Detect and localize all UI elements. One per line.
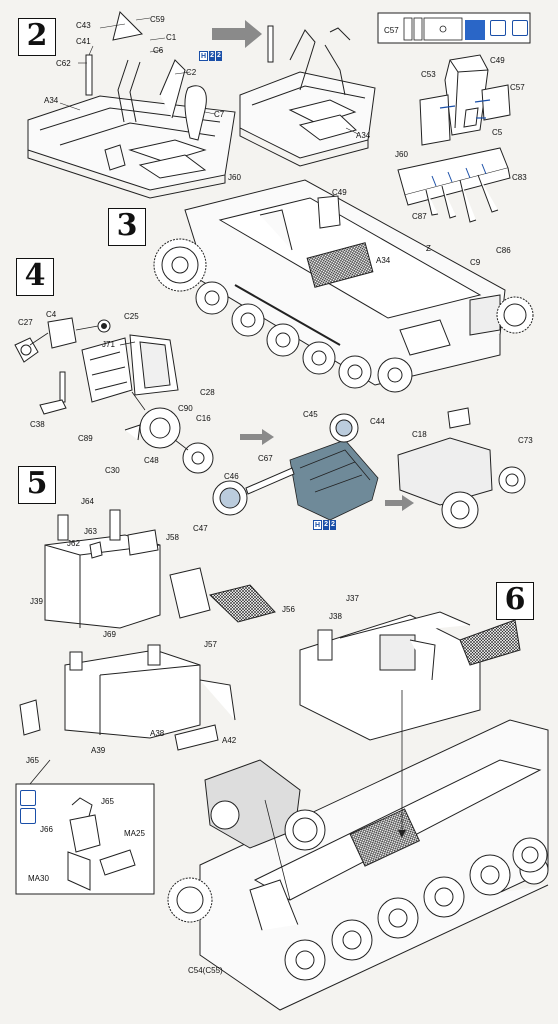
- step3-bracket-arrows: [431, 163, 487, 187]
- paint-brush-icon: [20, 790, 36, 806]
- part-label-a42: A42: [222, 736, 237, 745]
- part-label-j56: J56: [282, 605, 295, 614]
- part-label-a34-hull: A34: [376, 256, 391, 265]
- part-label-c9: C9: [470, 258, 481, 267]
- step2-leader-lines: [59, 17, 216, 115]
- part-label-c30: C30: [105, 466, 120, 475]
- step2-hull-deck: [27, 11, 236, 199]
- step4-assembled-drive: [397, 407, 526, 529]
- glue-icon: [490, 20, 506, 36]
- part-label-j62: J62: [67, 539, 80, 548]
- step-number-6: 6: [496, 582, 534, 620]
- part-label-c44: C44: [370, 417, 385, 426]
- step6-engine-bay: [299, 611, 521, 741]
- part-label-c41: C41: [76, 37, 91, 46]
- part-label-j65: J65: [26, 756, 39, 765]
- part-label-c16: C16: [196, 414, 211, 423]
- part-label-j60-bracket: J60: [395, 150, 408, 159]
- step3-bracket-j60: [397, 147, 511, 223]
- inset-label-j66: J66: [40, 825, 53, 834]
- part-label-c90: C90: [178, 404, 193, 413]
- part-label-a39: A39: [91, 746, 106, 755]
- part-label-z: Z: [426, 244, 431, 253]
- part-label-c25: C25: [124, 312, 139, 321]
- part-label-a34-right: A34: [356, 131, 371, 140]
- part-label-j37: J37: [346, 594, 359, 603]
- step4-assembly-lines: [29, 325, 189, 451]
- color-badge-2: H 2 2: [313, 520, 336, 530]
- part-label-c18: C18: [412, 430, 427, 439]
- part-label-c57: C57: [510, 83, 525, 92]
- part-label-c73: C73: [518, 436, 533, 445]
- step3-roadwheels: [195, 281, 413, 393]
- part-label-c87: C87: [412, 212, 427, 221]
- step3-hull: [184, 179, 506, 386]
- inset-parts: [67, 797, 136, 891]
- inset-label-ma25: MA25: [124, 829, 145, 838]
- step4-transmission-parts: [14, 317, 214, 474]
- part-label-c1: C1: [166, 33, 177, 42]
- step-number-3: 3: [108, 208, 146, 246]
- paint-brush-icon: [512, 20, 528, 36]
- part-label-j64: J64: [81, 497, 94, 506]
- step-number-4: 4: [16, 258, 54, 296]
- part-label-j69: J69: [103, 630, 116, 639]
- step4-engine-parts: [212, 413, 359, 516]
- step2-hull-deck-assembled: [239, 25, 376, 167]
- part-label-c28: C28: [200, 388, 215, 397]
- part-label-c54-c55: C54(C55): [188, 966, 223, 975]
- glue-icon: [20, 808, 36, 824]
- part-label-c43: C43: [76, 21, 91, 30]
- paint-instruction-box: [377, 12, 531, 44]
- part-label-c46: C46: [224, 472, 239, 481]
- part-label-c27: C27: [18, 318, 33, 327]
- inset-label-j65: J65: [101, 797, 114, 806]
- part-label-j71: J71: [102, 340, 115, 349]
- part-label-c86: C86: [496, 246, 511, 255]
- part-label-c83: C83: [512, 173, 527, 182]
- part-label-c5: C5: [492, 128, 503, 137]
- part-label-j63: J63: [84, 527, 97, 536]
- step5-bulkhead-assembled: [19, 644, 236, 751]
- part-label-c7: C7: [214, 110, 225, 119]
- step6-roadwheels: [284, 837, 548, 981]
- step3-track: [153, 238, 534, 334]
- part-label-c57-box: C57: [384, 26, 399, 35]
- part-label-j39: J39: [30, 597, 43, 606]
- part-label-j57: J57: [204, 640, 217, 649]
- step5-bulkhead: [44, 509, 276, 629]
- part-label-c2: C2: [186, 68, 197, 77]
- step6-hull: [199, 719, 549, 1011]
- part-label-c47: C47: [193, 524, 208, 533]
- part-label-c49-box: C49: [490, 56, 505, 65]
- part-label-c62: C62: [56, 59, 71, 68]
- step6-engine: [204, 759, 326, 851]
- part-label-c67: C67: [258, 454, 273, 463]
- step4-engine-block: [289, 439, 379, 521]
- step2-progress-arrow: [212, 20, 262, 48]
- color-badge-1: H 2 2: [199, 51, 222, 61]
- part-label-c45: C45: [303, 410, 318, 419]
- part-label-c38: C38: [30, 420, 45, 429]
- part-label-c49: C49: [332, 188, 347, 197]
- part-label-c53: C53: [421, 70, 436, 79]
- step-number-2: 2: [18, 18, 56, 56]
- part-label-j60-hull: J60: [228, 173, 241, 182]
- part-label-c59: C59: [150, 15, 165, 24]
- part-label-c48: C48: [144, 456, 159, 465]
- part-label-c4: C4: [46, 310, 57, 319]
- part-label-j38: J38: [329, 612, 342, 621]
- step2-box-parts: [419, 54, 511, 146]
- inset-label-ma30: MA30: [28, 874, 49, 883]
- step2-box-arrows: [439, 99, 491, 119]
- part-label-a34-left: A34: [44, 96, 59, 105]
- part-label-j58: J58: [166, 533, 179, 542]
- part-label-c89: C89: [78, 434, 93, 443]
- part-label-a38: A38: [150, 729, 165, 738]
- part-label-c6: C6: [153, 46, 164, 55]
- step-number-5: 5: [18, 466, 56, 504]
